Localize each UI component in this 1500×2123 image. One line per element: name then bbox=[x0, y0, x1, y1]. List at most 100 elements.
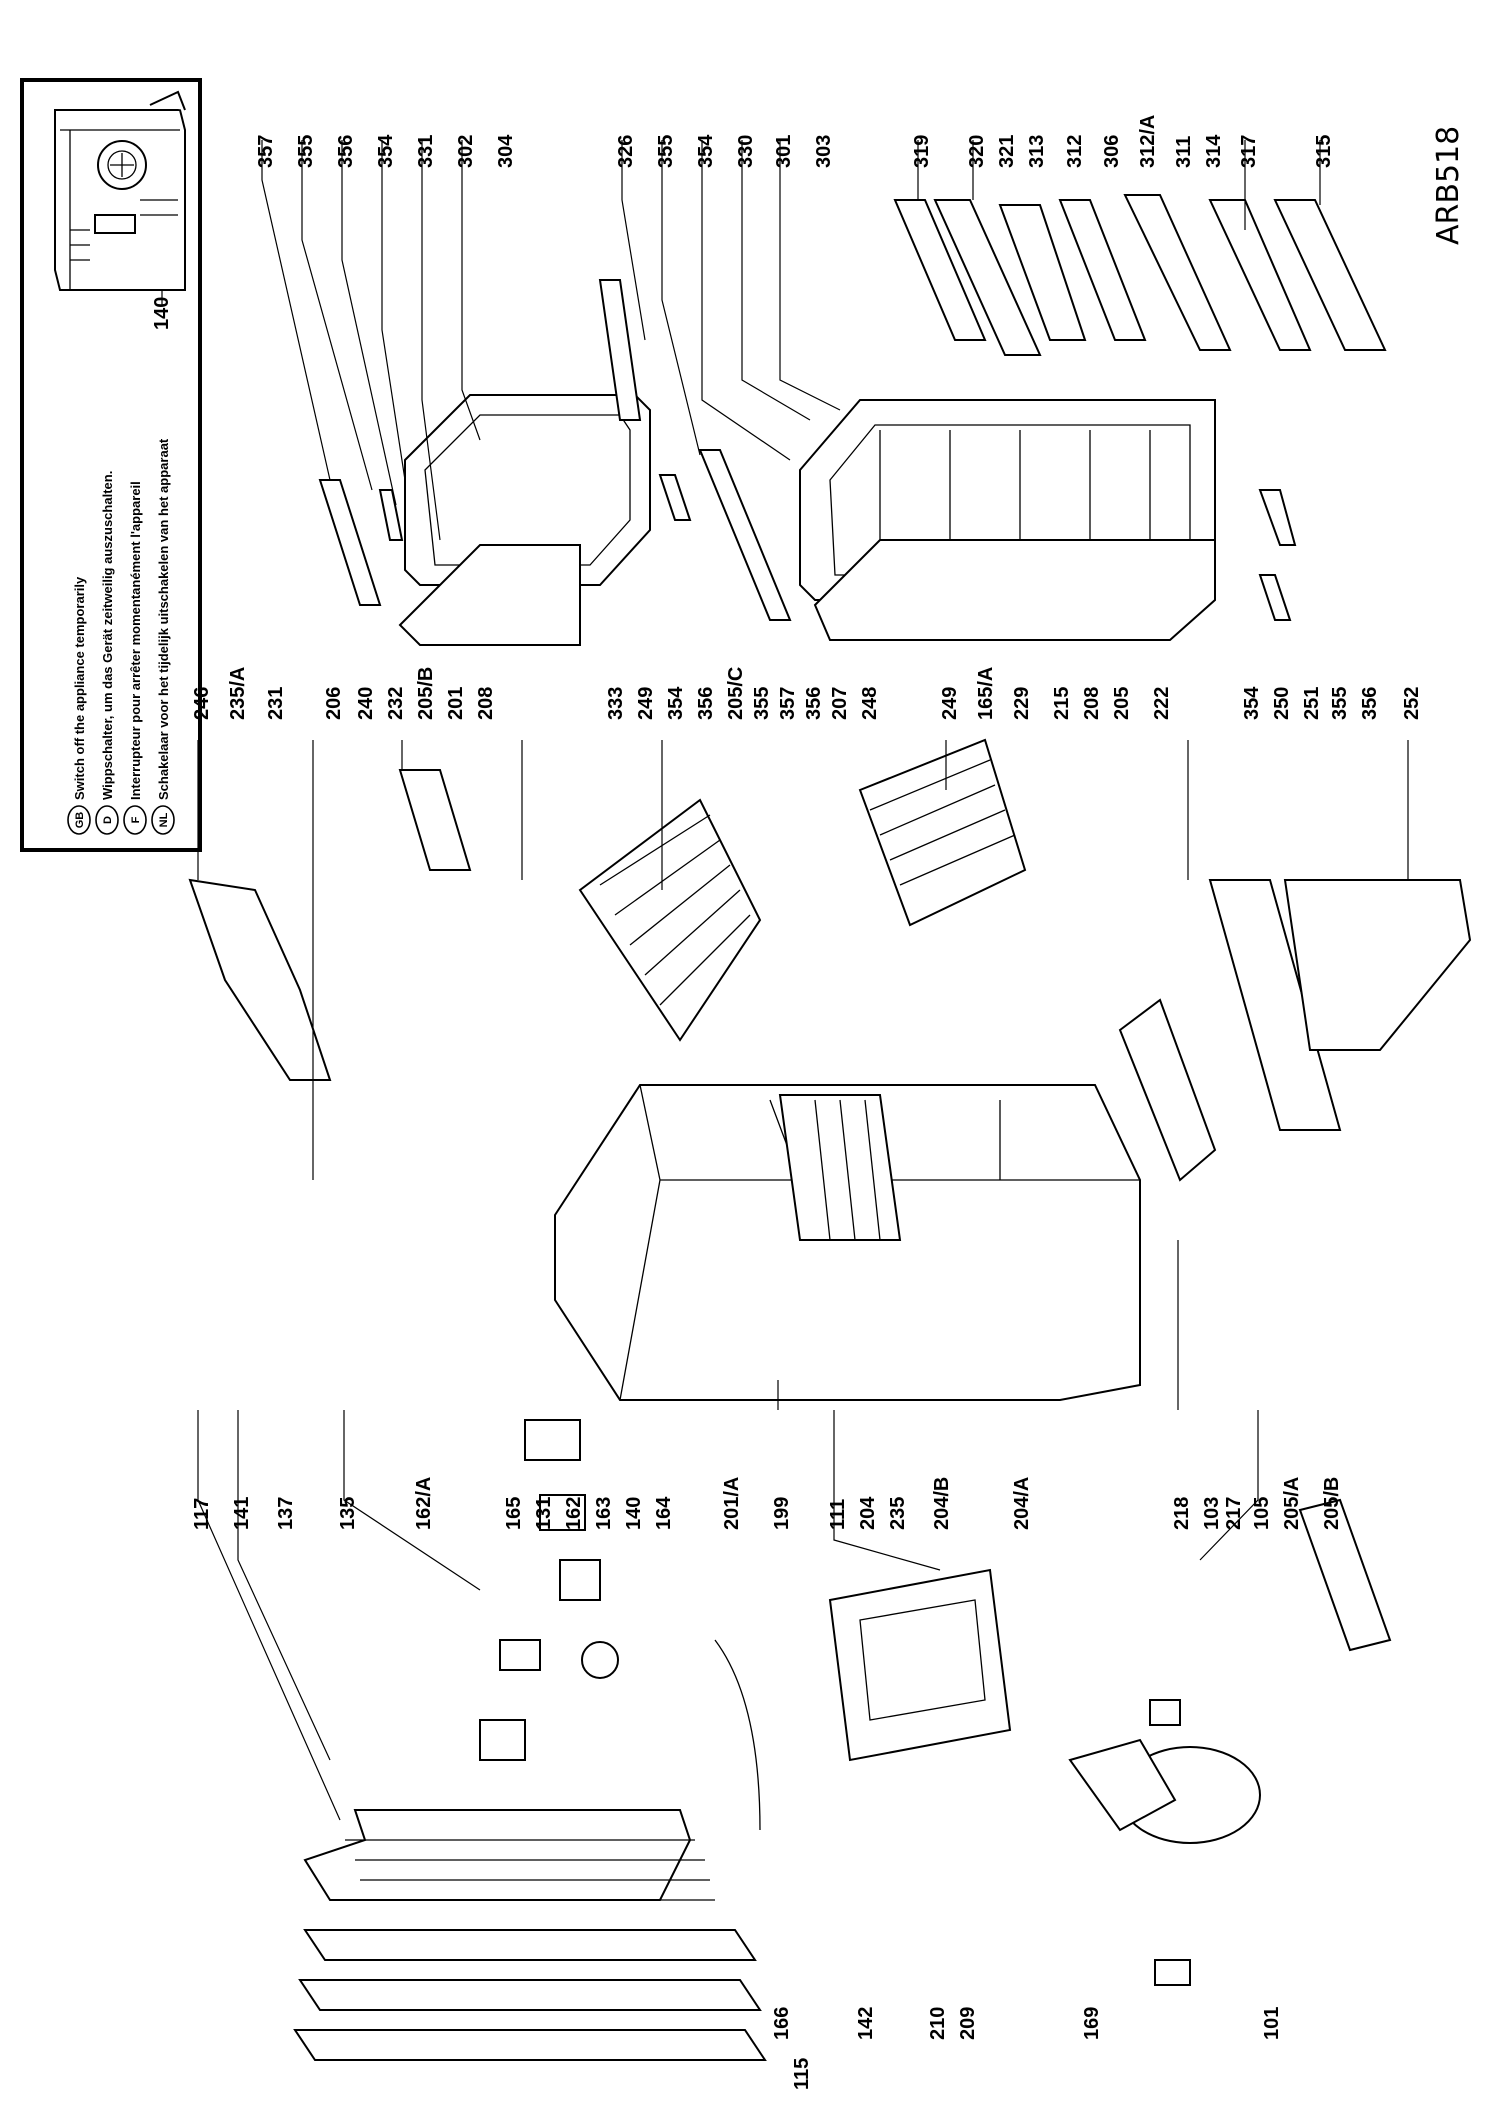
part-label: 330 bbox=[735, 135, 757, 168]
part-label: 205/A bbox=[1281, 1477, 1303, 1530]
part-label: 249 bbox=[635, 687, 657, 720]
part-label: 229 bbox=[1011, 687, 1033, 720]
part-label: 304 bbox=[495, 134, 517, 168]
handles-drawing bbox=[318, 279, 1297, 621]
part-label: 356 bbox=[803, 687, 825, 720]
part-label: 235/A bbox=[227, 667, 249, 720]
part-label: 355 bbox=[655, 135, 677, 168]
freezer-door-drawing bbox=[398, 394, 651, 646]
part-label: 354 bbox=[375, 134, 397, 168]
part-label: 231 bbox=[265, 687, 287, 720]
wire-shelves-drawing bbox=[188, 738, 1472, 1182]
part-label: 169 bbox=[1081, 2007, 1103, 2040]
lang-badge-nl: NL bbox=[158, 812, 170, 827]
part-label: 356 bbox=[695, 687, 717, 720]
part-label: 208 bbox=[1081, 687, 1103, 720]
fridge-door-drawing bbox=[799, 399, 1216, 641]
part-label: 354 bbox=[665, 686, 687, 720]
part-label: 105 bbox=[1251, 1497, 1273, 1530]
notice-text-f: Interrupteur pour arrêter momentanément … bbox=[128, 481, 143, 800]
part-label: 355 bbox=[295, 135, 317, 168]
part-drawings bbox=[188, 140, 1472, 2061]
switch-illustration-icon bbox=[54, 90, 186, 291]
part-label: 141 bbox=[231, 1497, 253, 1530]
part-label: 246 bbox=[191, 687, 213, 720]
condenser-coil-drawing bbox=[293, 1809, 767, 2061]
part-label: 326 bbox=[615, 135, 637, 168]
part-label: 321 bbox=[996, 135, 1018, 168]
part-label: 301 bbox=[773, 135, 795, 168]
part-label: 356 bbox=[1359, 687, 1381, 720]
part-label: 315 bbox=[1313, 135, 1335, 168]
part-label: 251 bbox=[1301, 687, 1323, 720]
electrical-components-drawing bbox=[479, 1419, 619, 1761]
part-label: 252 bbox=[1401, 687, 1423, 720]
part-label: 117 bbox=[191, 1498, 213, 1530]
diagram-code: ARB518 bbox=[1431, 126, 1466, 245]
part-label: 205/B bbox=[1321, 1477, 1343, 1530]
part-label: 210 bbox=[927, 2007, 949, 2040]
part-label: 320 bbox=[966, 135, 988, 168]
leader-lines bbox=[197, 140, 1409, 1821]
lang-badge-gb: GB bbox=[74, 812, 86, 829]
part-label: 357 bbox=[255, 135, 277, 168]
part-label: 314 bbox=[1203, 134, 1225, 168]
part-label: 142 bbox=[855, 2007, 877, 2040]
part-label: 137 bbox=[275, 1497, 297, 1530]
part-label: 319 bbox=[911, 135, 933, 168]
part-label: 165 bbox=[503, 1497, 525, 1530]
part-label: 205/C bbox=[725, 667, 747, 720]
notice-text-d: Wippschalter, um das Gerät zeitweilig au… bbox=[100, 471, 115, 800]
part-label: 312/A bbox=[1137, 115, 1159, 168]
part-label: 101 bbox=[1261, 2007, 1283, 2040]
part-label: 131 bbox=[533, 1497, 555, 1530]
part-label: 354 bbox=[695, 134, 717, 168]
part-label: 204 bbox=[857, 1496, 879, 1530]
part-label: 201/A bbox=[721, 1477, 743, 1530]
part-label: 215 bbox=[1051, 687, 1073, 720]
part-label: 355 bbox=[751, 687, 773, 720]
part-label: 165/A bbox=[975, 667, 997, 720]
part-label: 357 bbox=[777, 687, 799, 720]
part-label: 140 bbox=[623, 1497, 645, 1530]
part-label: 303 bbox=[813, 135, 835, 168]
part-label: 235 bbox=[887, 1497, 909, 1530]
part-label: 206 bbox=[323, 687, 345, 720]
part-label: 103 bbox=[1201, 1497, 1223, 1530]
part-label: 248 bbox=[859, 687, 881, 720]
part-label: 240 bbox=[355, 687, 377, 720]
notice-part-label: 140 bbox=[151, 297, 173, 330]
part-label: 166 bbox=[771, 2007, 793, 2040]
part-label: 204/A bbox=[1011, 1477, 1033, 1530]
lang-badge-f: F bbox=[130, 816, 142, 823]
callout-labels: 357 355 356 354 331 302 304 326 355 354 … bbox=[191, 115, 1423, 2090]
evaporator-plate-drawing bbox=[714, 1568, 1012, 1831]
part-label: 355 bbox=[1329, 687, 1351, 720]
part-label: 217 bbox=[1223, 1497, 1245, 1530]
notice-box: 140 GB Switch off the appliance temporar… bbox=[20, 78, 202, 852]
part-label: 356 bbox=[335, 135, 357, 168]
part-label: 163 bbox=[593, 1497, 615, 1530]
lang-badge-d: D bbox=[102, 816, 114, 824]
part-label: 250 bbox=[1271, 687, 1293, 720]
part-label: 199 bbox=[771, 1497, 793, 1530]
part-label: 311 bbox=[1173, 136, 1195, 168]
part-label: 218 bbox=[1171, 1497, 1193, 1530]
part-label: 162/A bbox=[413, 1477, 435, 1530]
part-label: 201 bbox=[445, 687, 467, 720]
part-label: 331 bbox=[415, 135, 437, 168]
part-label: 111 bbox=[827, 1499, 849, 1530]
part-label: 317 bbox=[1238, 135, 1260, 168]
door-shelves-drawing bbox=[893, 194, 1387, 356]
notice-text-gb: Switch off the appliance temporarily bbox=[72, 576, 87, 800]
part-label: 204/B bbox=[931, 1477, 953, 1530]
part-label: 207 bbox=[829, 687, 851, 720]
part-label: 313 bbox=[1026, 135, 1048, 168]
part-label: 208 bbox=[475, 687, 497, 720]
part-label: 222 bbox=[1151, 687, 1173, 720]
part-label: 164 bbox=[653, 1496, 675, 1530]
part-label: 162 bbox=[563, 1497, 585, 1530]
part-label: 115 bbox=[791, 2058, 813, 2090]
part-label: 312 bbox=[1064, 135, 1086, 168]
part-label: 302 bbox=[455, 135, 477, 168]
